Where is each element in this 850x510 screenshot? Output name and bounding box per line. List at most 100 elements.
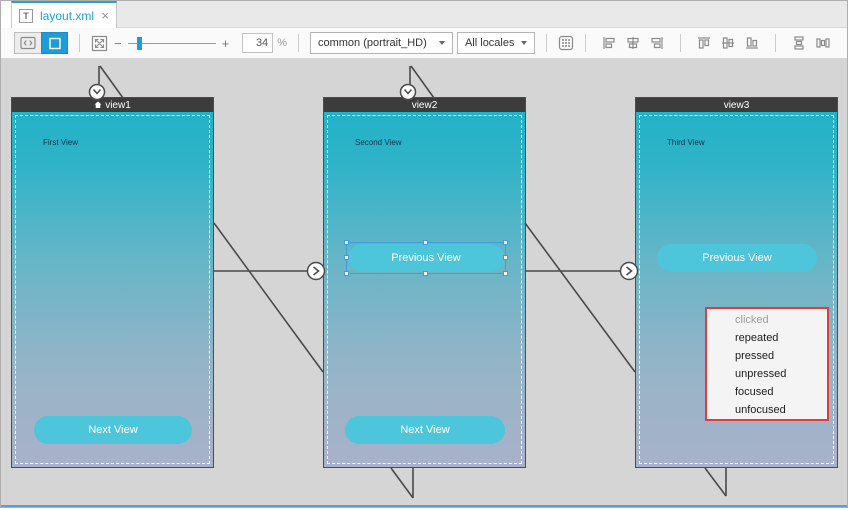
toolbar: − + % common (portrait_HD) All locales (1, 28, 847, 58)
view1-body[interactable]: First View Next View (12, 112, 213, 467)
locale-dropdown-value: All locales (464, 37, 515, 49)
view3-body[interactable]: Third View Previous View clicked repeate… (636, 112, 837, 467)
transition-line (704, 467, 727, 497)
view1-name: view1 (105, 99, 131, 111)
view2-label[interactable]: Second View (355, 138, 402, 147)
view3-header[interactable]: view3 (636, 98, 837, 112)
align-middle-icon (721, 37, 734, 49)
fit-to-screen-button[interactable] (91, 35, 108, 52)
design-view-button[interactable] (41, 32, 68, 54)
view2-frame[interactable]: view2 Second View Previous View Ne (323, 97, 526, 468)
transition-line (410, 65, 435, 99)
zoom-percent-label: % (277, 37, 287, 49)
file-type-icon: T (19, 8, 33, 23)
configuration-dropdown[interactable]: common (portrait_HD) (309, 32, 453, 54)
align-center-button[interactable] (625, 35, 641, 51)
view3-frame[interactable]: view3 Third View Previous View clicked r… (635, 97, 838, 468)
view3-label[interactable]: Third View (667, 138, 705, 147)
toolbar-separator (545, 34, 547, 52)
source-view-button[interactable] (14, 32, 41, 54)
zoom-slider[interactable] (127, 36, 216, 50)
view2-previous-button-label: Previous View (391, 252, 461, 264)
transition-line (213, 222, 324, 373)
distribute-vertical-button[interactable] (791, 35, 807, 51)
locale-dropdown[interactable]: All locales (456, 32, 535, 54)
event-item-unpressed[interactable]: unpressed (735, 368, 787, 380)
align-top-button[interactable] (696, 35, 712, 51)
view3-previous-button[interactable]: Previous View (657, 244, 817, 272)
toolbar-separator (297, 34, 299, 52)
resize-handle[interactable] (423, 240, 428, 245)
tab-layout-xml[interactable]: T layout.xml × (11, 1, 117, 28)
transition-line (99, 65, 124, 99)
resize-handle[interactable] (503, 271, 508, 276)
transition-node-view1-view2[interactable] (306, 261, 326, 281)
resize-handle[interactable] (423, 271, 428, 276)
distribute-horizontal-icon (816, 38, 830, 48)
zoom-in-icon[interactable]: + (221, 35, 230, 51)
toolbar-separator (584, 34, 586, 52)
align-right-icon (651, 37, 663, 49)
transition-line (524, 222, 636, 373)
transition-line (390, 467, 414, 499)
resize-handle[interactable] (503, 240, 508, 245)
tab-bar: T layout.xml × (1, 1, 847, 28)
view1-label[interactable]: First View (43, 138, 78, 147)
grid-toggle-button[interactable] (558, 35, 574, 51)
chevron-right-icon (313, 266, 320, 276)
grid-icon (558, 35, 574, 51)
home-icon (94, 101, 102, 108)
distribute-vertical-icon (794, 36, 804, 50)
view1-header[interactable]: view1 (12, 98, 213, 112)
design-canvas[interactable]: view1 First View Next View view2 Second … (1, 58, 847, 507)
view2-body[interactable]: Second View Previous View Next View (324, 112, 525, 467)
event-item-repeated[interactable]: repeated (735, 332, 779, 344)
view1-frame[interactable]: view1 First View Next View (11, 97, 214, 468)
close-icon[interactable]: × (101, 8, 109, 23)
source-code-icon (20, 36, 36, 50)
view2-next-button[interactable]: Next View (345, 416, 505, 444)
chevron-down-icon (520, 41, 527, 45)
align-middle-button[interactable] (720, 35, 736, 51)
align-left-button[interactable] (601, 35, 617, 51)
resize-handle[interactable] (344, 271, 349, 276)
chevron-down-icon (92, 89, 102, 95)
tab-bar-filler (117, 1, 847, 28)
selection-outline (346, 242, 506, 274)
event-item-pressed[interactable]: pressed (735, 350, 775, 362)
zoom-value-input[interactable] (242, 33, 274, 53)
resize-handle[interactable] (344, 240, 349, 245)
tab-title: layout.xml (40, 8, 95, 23)
resize-handle[interactable] (344, 255, 349, 260)
view3-name: view3 (723, 99, 750, 111)
configuration-dropdown-value: common (portrait_HD) (317, 37, 427, 49)
fit-to-screen-icon (91, 35, 108, 51)
event-list-popup: clicked repeated pressed unpressed focus… (705, 307, 829, 421)
view2-header[interactable]: view2 (324, 98, 525, 112)
align-left-icon (603, 37, 615, 49)
zoom-out-icon[interactable]: − (114, 35, 122, 51)
align-bottom-icon (745, 37, 758, 49)
chevron-down-icon (403, 89, 413, 95)
event-item-unfocused[interactable]: unfocused (735, 404, 786, 416)
toolbar-separator (79, 34, 80, 52)
zoom-slider-handle[interactable] (136, 36, 142, 50)
view1-selection-border (15, 115, 210, 464)
design-view-icon (48, 37, 61, 49)
align-right-button[interactable] (649, 35, 665, 51)
view2-selection-border (327, 115, 522, 464)
align-top-icon (697, 37, 710, 49)
toolbar-separator (774, 34, 776, 52)
event-item-clicked: clicked (735, 314, 769, 326)
align-bottom-button[interactable] (744, 35, 760, 51)
distribute-horizontal-button[interactable] (815, 35, 831, 51)
chevron-right-icon (626, 266, 633, 276)
view1-next-button[interactable]: Next View (34, 416, 192, 444)
toolbar-separator (679, 34, 681, 52)
view2-name: view2 (411, 99, 438, 111)
resize-handle[interactable] (503, 255, 508, 260)
event-item-focused[interactable]: focused (735, 386, 774, 398)
view2-previous-button[interactable]: Previous View (344, 240, 508, 276)
align-center-icon (627, 37, 639, 49)
